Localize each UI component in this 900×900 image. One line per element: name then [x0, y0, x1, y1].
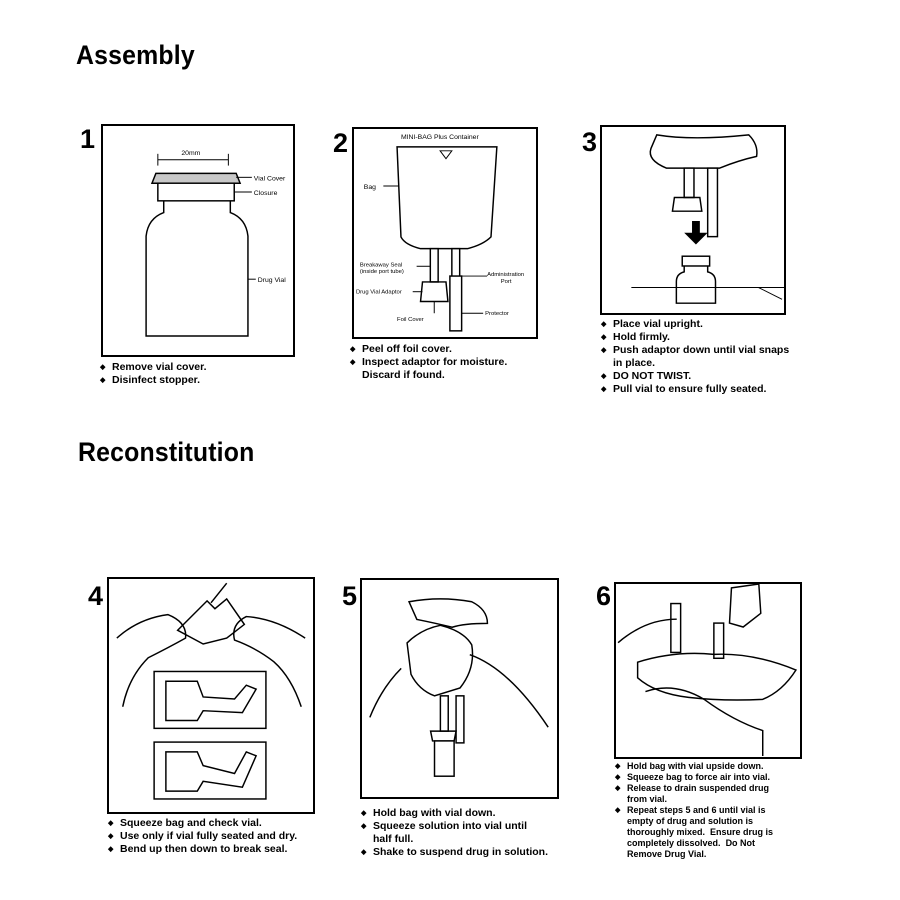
list-item-continuation: completely dissolved. Do Not — [615, 838, 773, 849]
remove-drug-vial-emphasis: Remove Drug Vial. — [627, 849, 707, 859]
list-item-continuation: in place. — [613, 357, 656, 369]
drug-vial-label: Drug Vial — [258, 277, 287, 284]
list-item: Remove vial cover. — [100, 361, 207, 374]
breakaway-seal-note: (inside port tube) — [360, 269, 404, 275]
closure-label: Closure — [254, 190, 278, 197]
drug-vial-diagram: 20mm Vial Cover Closure Drug Vial — [145, 150, 287, 337]
breakaway-seal-label: Breakaway Seal — [360, 262, 402, 268]
list-item-continuation: Remove Drug Vial. — [615, 849, 773, 860]
mini-bag-diagram: MINI-BAG Plus Container Bag Breakaway Se… — [356, 134, 524, 332]
list-item: Repeat steps 5 and 6 until vial is — [615, 805, 773, 816]
step-4-illustration — [107, 577, 315, 814]
step-2-number: 2 — [333, 128, 349, 158]
step-4-instructions: Squeeze bag and check vial. Use only if … — [108, 817, 297, 856]
list-item-continuation: half full. — [373, 833, 414, 845]
step-6-instructions: Hold bag with vial upside down. Squeeze … — [615, 761, 773, 860]
step-6-number: 6 — [596, 581, 612, 611]
step-2-instructions: Peel off foil cover. Inspect adaptor for… — [350, 343, 507, 382]
administration-port-label-2: Port — [501, 279, 512, 285]
vial-cover-label: Vial Cover — [254, 175, 286, 182]
vial-upside-down-diagram — [617, 584, 798, 757]
list-item: Squeeze bag to force air into vial. — [615, 772, 773, 783]
list-item-continuation: thoroughly mixed. Ensure drug is — [615, 827, 773, 838]
list-item: Pull vial to ensure fully seated. — [601, 383, 789, 396]
step-1-illustration: 20mm Vial Cover Closure Drug Vial — [101, 124, 295, 357]
drug-vial-adaptor-label: Drug Vial Adaptor — [356, 290, 402, 296]
list-item: Inspect adaptor for moisture. — [350, 356, 507, 369]
foil-cover-label: Foil Cover — [397, 317, 424, 323]
assembly-heading: Assembly — [76, 40, 195, 70]
step-2-illustration: MINI-BAG Plus Container Bag Breakaway Se… — [352, 127, 538, 339]
bag-label: Bag — [364, 184, 376, 191]
step-4-number: 4 — [88, 581, 104, 611]
squeeze-bag-diagram — [116, 582, 306, 800]
step-5-instructions: Hold bag with vial down. Squeeze solutio… — [361, 807, 548, 859]
list-item: Push adaptor down until vial snaps — [601, 344, 789, 357]
administration-port-label: Administration — [487, 272, 524, 278]
do-not-emphasis: Do Not — [725, 838, 756, 848]
step-1-number: 1 — [80, 124, 96, 154]
list-item: Place vial upright. — [601, 318, 789, 331]
list-item: Shake to suspend drug in solution. — [361, 846, 548, 859]
list-item: Hold bag with vial upside down. — [615, 761, 773, 772]
list-item: DO NOT TWIST. — [601, 370, 789, 383]
step-3-illustration — [600, 125, 786, 315]
measure-label: 20mm — [181, 150, 200, 157]
list-item: Hold bag with vial down. — [361, 807, 548, 820]
repeat-cont-text: of drug and solution is — [653, 816, 754, 826]
list-item-continuation: empty of drug and solution is — [615, 816, 773, 827]
list-item-continuation: Discard if found. — [362, 369, 445, 381]
list-item-continuation: from vial. — [627, 794, 668, 804]
list-item: Squeeze bag and check vial. — [108, 817, 297, 830]
list-item: Peel off foil cover. — [350, 343, 507, 356]
protector-label: Protector — [485, 311, 509, 317]
list-item: Bend up then down to break seal. — [108, 843, 297, 856]
step-3-number: 3 — [582, 127, 598, 157]
step-3-instructions: Place vial upright. Hold firmly. Push ad… — [601, 318, 789, 396]
vial-down-diagram — [369, 598, 549, 777]
ensure-drug-emphasis: Ensure drug is — [710, 827, 774, 837]
list-item: Squeeze solution into vial until — [361, 820, 548, 833]
completely-dissolved-emphasis: completely dissolved. — [627, 838, 721, 848]
list-item: Hold firmly. — [601, 331, 789, 344]
step-1-instructions: Remove vial cover. Disinfect stopper. — [100, 361, 207, 387]
step-6-illustration — [614, 582, 802, 759]
step-5-illustration — [360, 578, 559, 799]
container-label: MINI-BAG Plus Container — [401, 134, 480, 141]
empty-emphasis: empty — [627, 816, 654, 826]
thoroughly-mixed-text: thoroughly mixed. — [627, 827, 706, 837]
reconstitution-heading: Reconstitution — [78, 437, 255, 467]
list-item: Release to drain suspended drug — [615, 783, 773, 794]
list-item: Use only if vial fully seated and dry. — [108, 830, 297, 843]
list-item: Disinfect stopper. — [100, 374, 207, 387]
step-5-number: 5 — [342, 581, 358, 611]
vial-attach-diagram — [631, 134, 784, 304]
